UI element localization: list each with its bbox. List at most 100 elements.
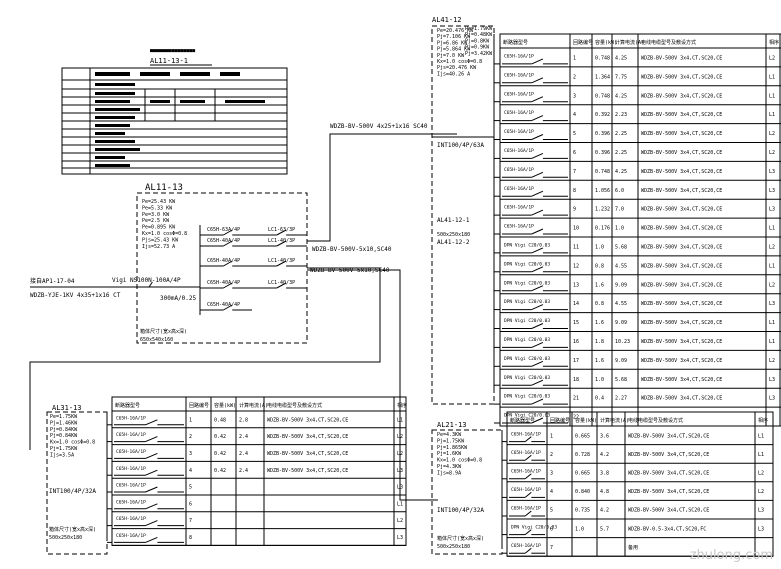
breaker-model: C65H-16A/1P bbox=[116, 415, 146, 421]
load-param: Pj=0.84KW bbox=[50, 433, 78, 439]
table-cell-no: 3 bbox=[189, 451, 192, 457]
table-cell-cable: WDZB-BV-500V 3x4,CT,SC20,CE bbox=[641, 244, 722, 250]
load-param: Pj=0.8KW bbox=[465, 38, 490, 44]
table-cell-ph: L3 bbox=[397, 535, 403, 541]
table-cell-ph: L3 bbox=[397, 485, 403, 491]
branch-contactor: LC1-40/3P bbox=[268, 280, 295, 286]
table-cell-a: 4.2 bbox=[600, 508, 609, 514]
table-cell-cable: 备用 bbox=[628, 544, 638, 551]
al41-12-main-breaker: INT100/4P/63A bbox=[437, 142, 484, 149]
table-cell-a: 9.09 bbox=[615, 358, 627, 364]
table-cell-no: 18 bbox=[573, 377, 579, 383]
table-cell-kw: 0.735 bbox=[575, 508, 590, 514]
table-cell-ph: L3 bbox=[769, 169, 775, 175]
table-cell-ph: L2 bbox=[769, 131, 775, 137]
load-param: Pj=0.84KW bbox=[50, 427, 78, 433]
table-cell-no: 15 bbox=[573, 320, 579, 326]
table-cell-a: 4.55 bbox=[615, 301, 627, 307]
breaker-model: C65H-16A/1P bbox=[504, 205, 534, 211]
table-cell-a: 2.23 bbox=[615, 112, 627, 118]
al41-12-load-params-right: Pe=1.79KWPj=0.48KWPj=0.8KWPj=0.9KWPj=3.4… bbox=[465, 26, 493, 57]
wire-to-al31-13 bbox=[29, 267, 381, 450]
table-cell-kw: 0.748 bbox=[595, 55, 610, 61]
table-cell-cable: WDZB-BV-500V 3x4,CT,SC20,CE bbox=[641, 169, 722, 175]
table-cell-cable: WDZB-BV-500V 3x4,CT,SC20,CE bbox=[641, 358, 722, 364]
table-cell-cable: WDZB-BV-500V 3x4,CT,SC20,CE bbox=[628, 508, 709, 514]
table-cell-ph: L2 bbox=[769, 150, 775, 156]
table-cell-no: 1 bbox=[573, 55, 576, 61]
load-param: Ijs=3.5A bbox=[50, 452, 74, 458]
table-header: 容量(kW) bbox=[575, 417, 597, 424]
table-cell-cable: WDZB-BV-500V 3x4,CT,SC20,CE bbox=[641, 339, 722, 345]
table-cell-ph: L1 bbox=[397, 501, 403, 507]
table-cell-a: 4.55 bbox=[615, 263, 627, 269]
table-header: 相序 bbox=[769, 39, 779, 46]
load-param: Pe=0.895 KW bbox=[142, 225, 176, 231]
breaker-switch-icon bbox=[524, 436, 532, 442]
al31-13-circuit-table: 断路器型号回路编号容量(kW)计算电流(A)电线电缆型号及敷设方式相序C65H-… bbox=[107, 396, 407, 546]
table-cell-cable: WDZB-BV-500V 3x4,CT,SC20,CE bbox=[267, 468, 348, 474]
table-cell-ph: L1 bbox=[769, 320, 775, 326]
table-cell-kw: 0.42 bbox=[214, 434, 226, 440]
table-cell-no: 22 bbox=[573, 415, 579, 421]
load-param: Pe=4.3KW bbox=[437, 432, 462, 438]
table-cell-no: 10 bbox=[573, 226, 579, 232]
breaker-model: DPN Vigi C20/0.03 bbox=[504, 242, 550, 248]
al31-13-load-params: Pe=1.75KWPj=1.46KWPj=0.84KWPj=0.84KWKx=1… bbox=[50, 414, 95, 458]
breaker-switch-icon bbox=[524, 510, 532, 517]
table-cell-ph: L3 bbox=[758, 526, 764, 532]
branch-contactor: LC1-63/3P bbox=[268, 227, 295, 233]
table-header: 计算电流(A) bbox=[239, 402, 268, 409]
load-param: Pj=6.86 KW bbox=[437, 40, 468, 46]
table-cell-no: 2 bbox=[550, 452, 553, 458]
table-cell-ph: L3 bbox=[769, 188, 775, 194]
table-cell-cable: WDZB-BV-500V 3x4,CT,SC20,CE bbox=[641, 188, 722, 194]
table-cell-kw: 0.42 bbox=[214, 468, 226, 474]
breaker-model: DPN Vigi C20/0.03 bbox=[504, 261, 550, 267]
table-cell-a: 9.09 bbox=[615, 282, 627, 288]
table-cell-ph: L3 bbox=[758, 508, 764, 514]
wire-to-al41-12 bbox=[307, 133, 457, 242]
breaker-model: C65H-16A/1P bbox=[504, 110, 534, 116]
breaker-model: DPN Vigi C20/0.03 bbox=[504, 337, 550, 343]
table-cell-ph: L2 bbox=[769, 358, 775, 364]
breaker-switch-icon bbox=[531, 171, 544, 178]
load-param: Pe=25.43 KW bbox=[142, 199, 176, 205]
breaker-model: C65H-16A/1P bbox=[511, 506, 541, 512]
table-cell-no: 11 bbox=[573, 244, 579, 250]
al11-13-label: AL11-13 bbox=[145, 183, 183, 193]
al21-13-main-breaker: INT100/4P/32A bbox=[437, 507, 484, 514]
legend-title: AL11-13-1 bbox=[150, 57, 188, 65]
load-param: Pe=2.5 KW bbox=[142, 218, 170, 224]
breaker-model: C65H-16A/1P bbox=[116, 499, 146, 505]
table-cell-ph: L2 bbox=[397, 434, 403, 440]
breaker-switch-icon bbox=[276, 229, 287, 236]
breaker-switch-icon bbox=[148, 281, 153, 288]
breaker-switch-icon bbox=[531, 304, 544, 311]
table-cell-kw: 0.396 bbox=[595, 150, 610, 156]
table-header: 相序 bbox=[397, 402, 407, 409]
breaker-switch-icon bbox=[276, 240, 287, 247]
table-cell-no: 5 bbox=[573, 131, 576, 137]
breaker-model: C65H-16A/1P bbox=[116, 449, 146, 455]
table-cell-no: 6 bbox=[550, 526, 553, 532]
branch-contactor: LC1-40/3P bbox=[268, 258, 295, 264]
table-cell-cable: WDZB-BV-500V 3x4,CT,SC20,CE bbox=[641, 93, 722, 99]
load-param: Pe=20.476 KW bbox=[437, 28, 474, 34]
table-cell-cable: WDZB-BV-500V 3x4,CT,SC20,CE bbox=[641, 131, 722, 137]
table-cell-cable: WDZB-BV-500V 3x4,CT,SC20,CE bbox=[267, 434, 348, 440]
table-cell-no: 2 bbox=[189, 434, 192, 440]
load-param: Pj=0.48KW bbox=[465, 32, 493, 38]
breaker-switch-icon bbox=[524, 454, 532, 461]
table-cell-ph: L3 bbox=[397, 468, 403, 474]
table-cell-a: 3.6 bbox=[600, 433, 609, 439]
al41-12-label: AL41-12 bbox=[432, 16, 462, 24]
breaker-switch-icon bbox=[524, 547, 532, 554]
load-param: Pj=7.106 KW bbox=[437, 34, 471, 40]
breaker-model: DPN Vigi C20/0.03 bbox=[504, 413, 550, 419]
table-cell-ph: L3 bbox=[769, 396, 775, 402]
al21-13-load-params: Pe=4.3KWPj=1.75KWPj=1.865KWPj=1.6KWKx=1.… bbox=[437, 432, 482, 476]
table-cell-no: 1 bbox=[189, 417, 192, 423]
table-cell-a: 4.25 bbox=[615, 169, 627, 175]
